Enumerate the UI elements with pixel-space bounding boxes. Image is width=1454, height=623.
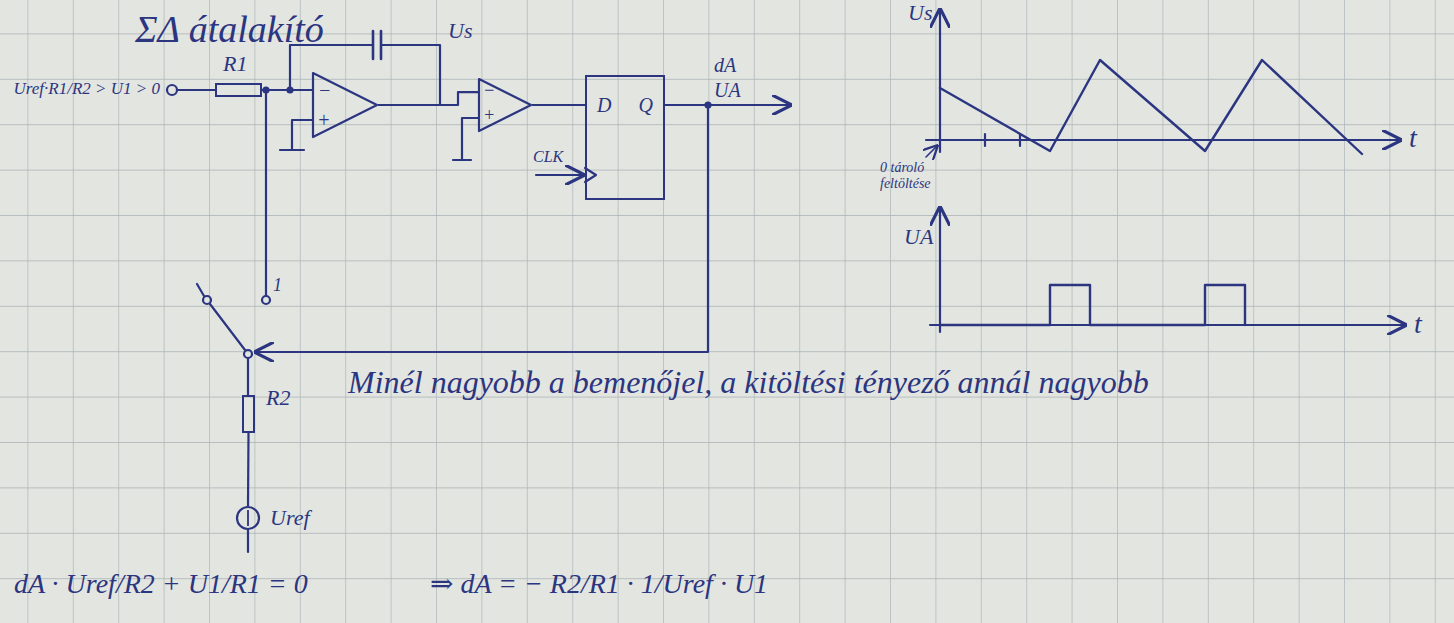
note: Minél nagyobb a bemenőjel, a kitöltési t… [348, 366, 1149, 398]
triangle-outline [479, 79, 531, 131]
pin-label: − [318, 80, 332, 100]
axis-label: t [1414, 310, 1422, 338]
d-flip-flop: DQCLK [585, 75, 665, 200]
axis-tick [985, 134, 1020, 146]
axis [926, 139, 1400, 141]
input-terminal [167, 85, 177, 95]
switch-contact [262, 296, 270, 304]
signal-name: UA [714, 80, 741, 100]
axis-label: UA [904, 226, 933, 248]
output-wire [665, 104, 790, 106]
wire [247, 433, 250, 506]
circle-outline [237, 507, 259, 529]
axis-label: Us [908, 2, 932, 24]
pin-label: D [597, 95, 611, 115]
resistor-symbol: R1 [215, 83, 262, 97]
axis [939, 10, 941, 152]
capacitor-symbol [373, 31, 381, 59]
part-name: Uref [270, 507, 310, 529]
feedback-wire [256, 105, 708, 352]
wire [378, 92, 478, 105]
resistor-symbol: R2 [242, 395, 255, 433]
switch-position: 1 [273, 276, 282, 294]
axis-label: t [1409, 124, 1417, 152]
switch-contact [203, 296, 211, 304]
pin-label: + [317, 110, 331, 130]
switch-arm [210, 304, 245, 350]
pin-label: + [483, 106, 495, 124]
source-mark [247, 510, 249, 526]
wire [262, 89, 312, 91]
integrator-waveform [940, 60, 1362, 154]
part-name: R1 [223, 53, 247, 75]
wire [197, 284, 204, 296]
axis [939, 208, 941, 332]
input-range: Uref·R1/R2 > U1 > 0 [14, 80, 161, 97]
signal-name: dA [714, 55, 736, 75]
ground-symbol [453, 118, 478, 160]
switch-pivot [244, 350, 252, 358]
part-name: R2 [266, 387, 290, 409]
wire [177, 89, 215, 91]
formula: ⇒ dA = − R2/R1 · 1/Uref · U1 [430, 570, 768, 598]
source-circle [236, 506, 260, 530]
wire [265, 90, 267, 296]
signal-name: Us [448, 20, 472, 42]
pin-label: Q [639, 95, 653, 115]
voltage-source: Uref [236, 506, 260, 530]
wire [247, 530, 249, 552]
integrator-opamp: −+ [312, 72, 378, 138]
wire [532, 104, 585, 106]
junction-dot [706, 103, 711, 108]
wire [247, 358, 249, 395]
leader-line [926, 146, 937, 157]
formula: dA · Uref/R2 + U1/R1 = 0 [14, 570, 308, 598]
note: 0 tároló feltöltése [880, 160, 972, 192]
clock-wire [536, 174, 583, 176]
ground-symbol [280, 120, 312, 150]
part-name: CLK [533, 149, 563, 165]
comparator: −+ [478, 78, 532, 132]
triangle-outline [313, 73, 377, 137]
output-waveform [940, 285, 1245, 325]
title: ΣΔ átalakító [135, 10, 324, 48]
wires [167, 10, 1405, 552]
pin-label: − [483, 81, 495, 99]
